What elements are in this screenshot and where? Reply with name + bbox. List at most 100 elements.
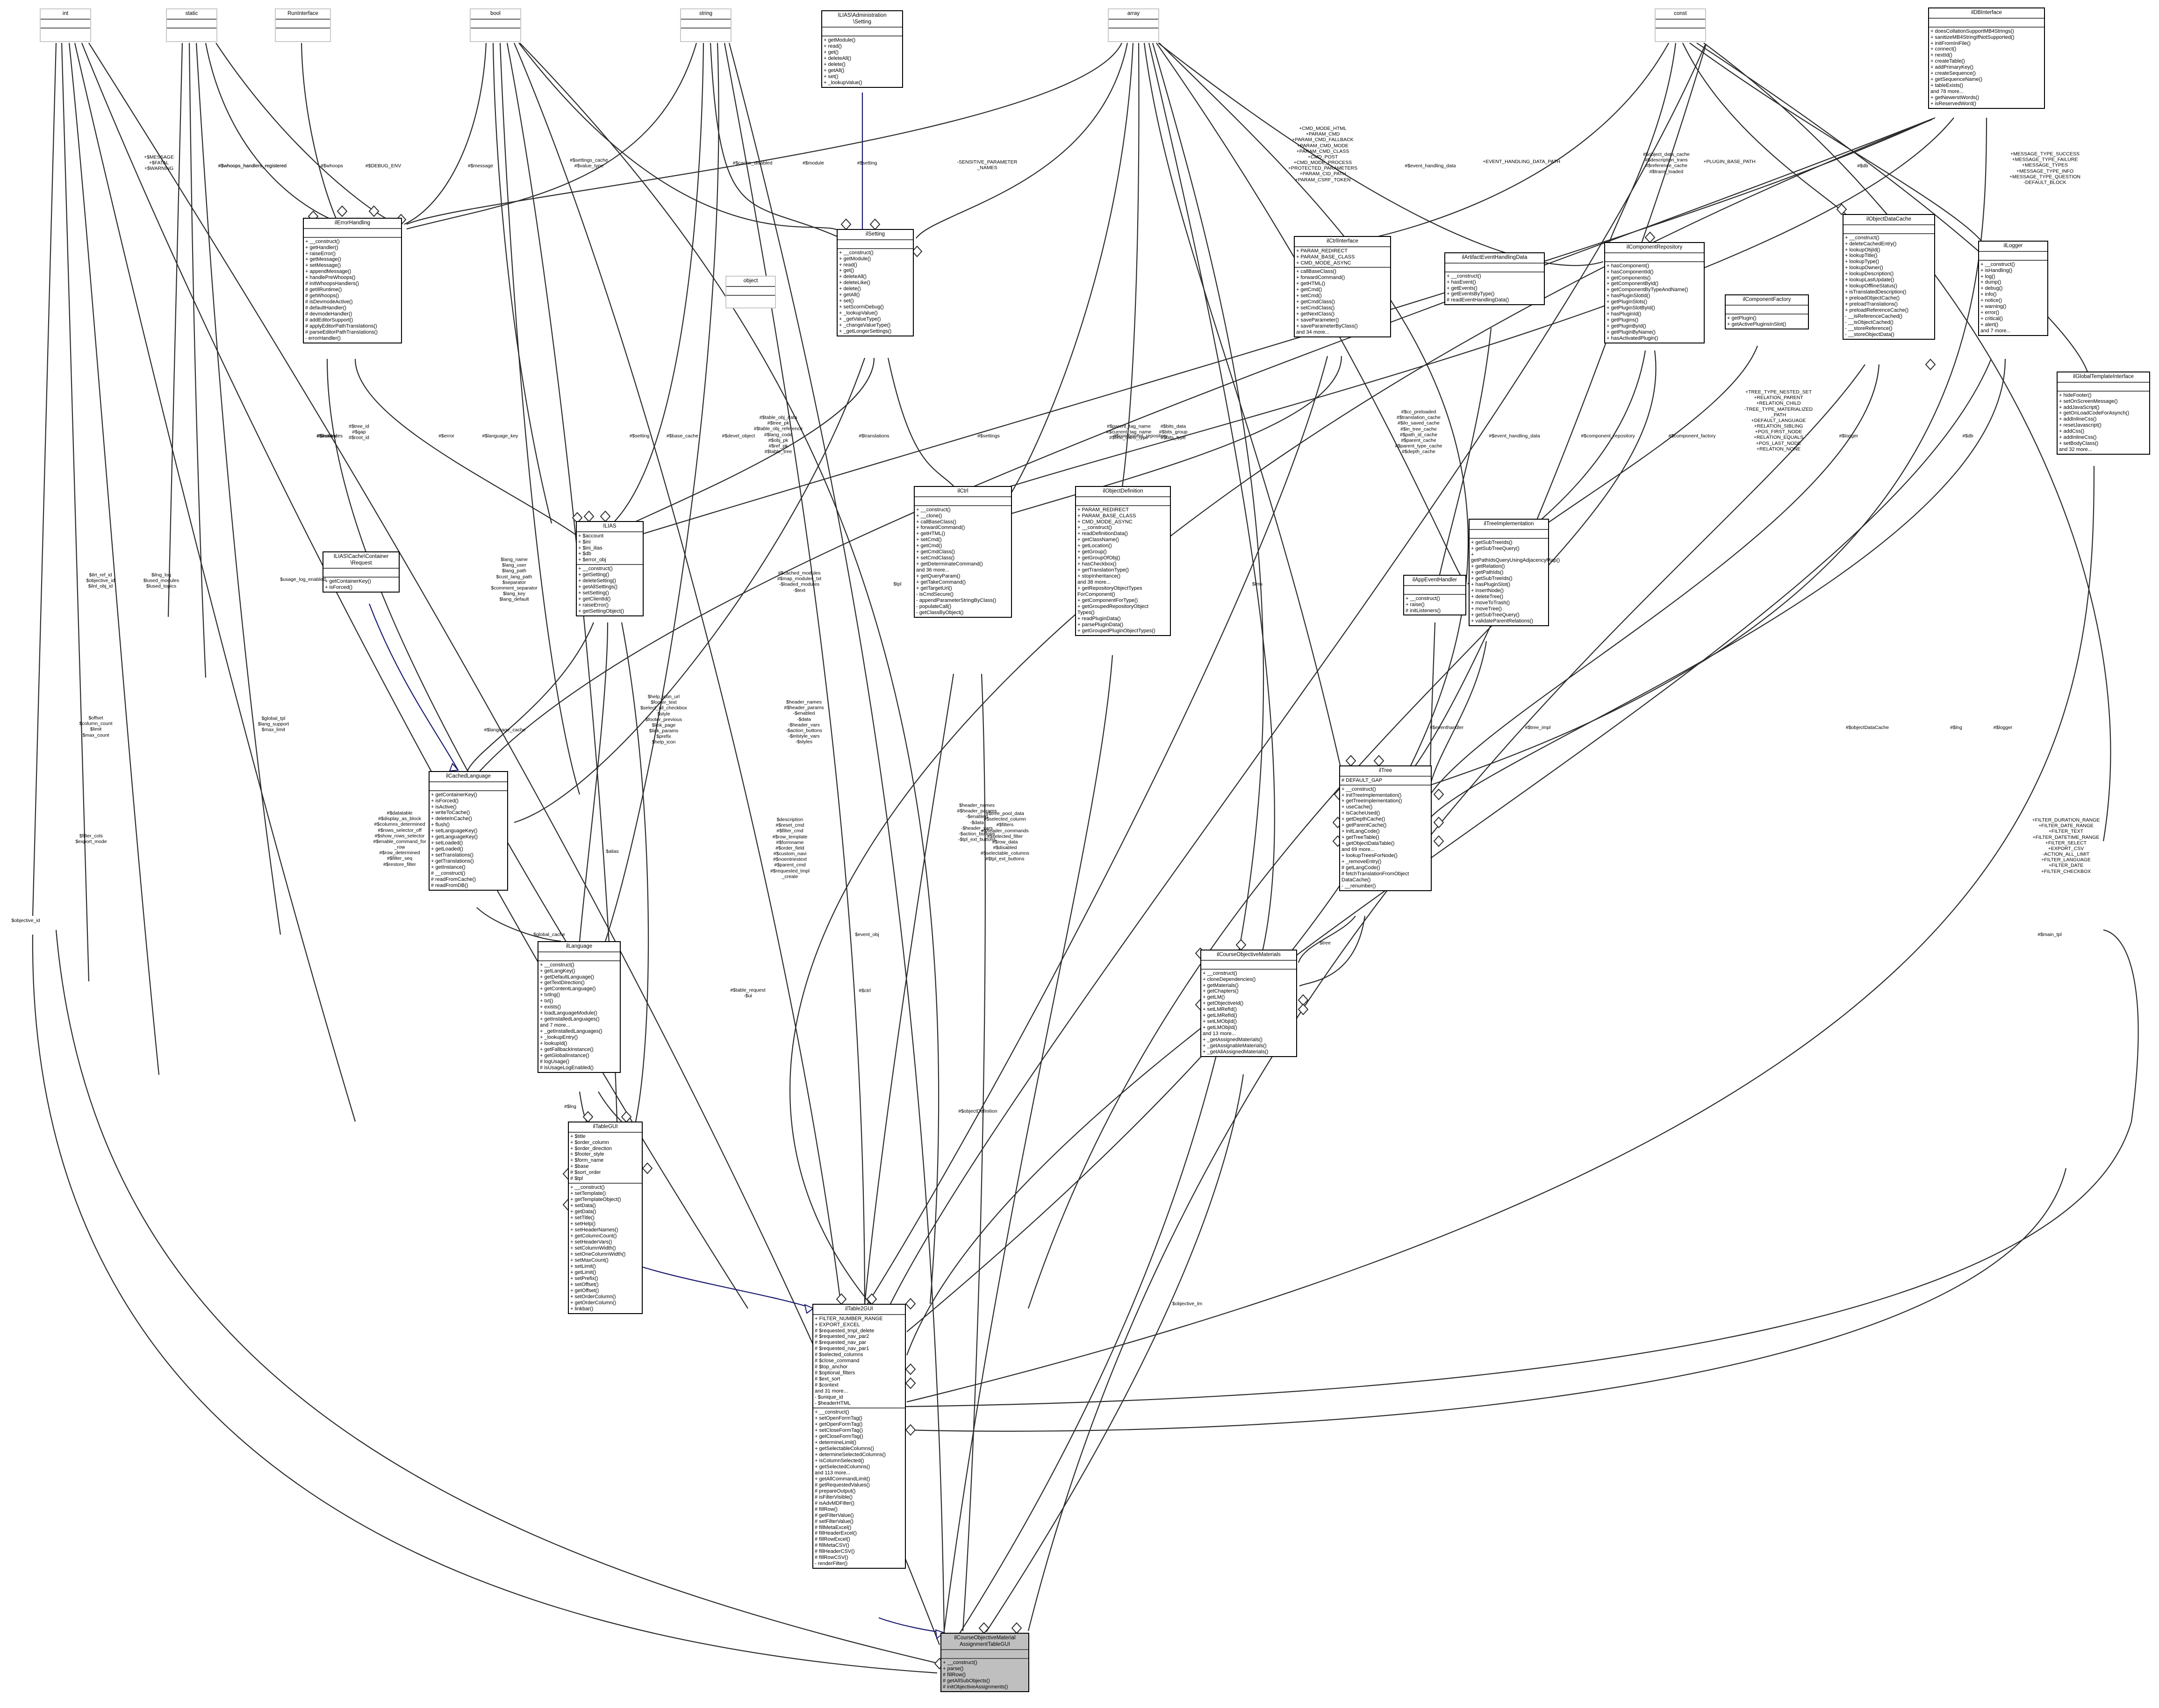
class-node-title: static (185, 11, 198, 16)
class-node-ilerrorhandling[interactable]: ilErrorHandling+ __construct() + getHand… (303, 218, 402, 344)
class-node-iltablegui[interactable]: ilTableGUI+ $title + $order_column + $or… (568, 1122, 643, 1314)
class-node-title: bool (490, 11, 501, 16)
class-node-array[interactable]: array (1108, 8, 1159, 42)
edge-label-l-settings-cache-value-type: #$settings_cache #$value_type (570, 157, 608, 169)
class-node-title: ilCourseObjectiveMaterial AssignmentTabl… (954, 1635, 1016, 1647)
class-node-attributes (726, 286, 775, 295)
class-node-bool[interactable]: bool (470, 8, 521, 42)
edge-label-l-cache-disabled: #$cache_disabled (732, 160, 773, 166)
class-node-attributes: + $title + $order_column + $order_direct… (569, 1131, 642, 1183)
class-node-title: ilErrorHandling (334, 220, 371, 226)
class-node-operations: + PARAM_REDIRECT + PARAM_BASE_CLASS + CM… (1076, 505, 1170, 635)
class-node-ilglobaltemplateinterface[interactable]: ilGlobalTemplateInterface+ hideFooter() … (2057, 372, 2150, 455)
class-node-title: ilArtifactEventHandlingData (1462, 255, 1528, 260)
class-node-iltree[interactable]: ilTree# DEFAULT_GAP+ __construct() + ini… (1339, 765, 1432, 891)
class-node-attributes (1726, 304, 1808, 314)
class-node-ilcomponentfactory[interactable]: ilComponentFactory+ getPlugin() + getAct… (1725, 294, 1809, 329)
class-node-title: int (62, 11, 69, 16)
class-node-ilias-admin-setting[interactable]: ILIAS\Administration \Setting+ getModule… (821, 10, 903, 88)
edge-label-l-tree-pool-data: #$tree_pool_data #$selected_column #$fil… (981, 811, 1029, 862)
class-node-runinterface[interactable]: RunInterface (275, 8, 331, 42)
class-node-attributes (1979, 250, 2047, 260)
class-node-string[interactable]: string (680, 8, 732, 42)
class-node-attributes (1843, 224, 1934, 233)
class-node-operations: + hasComponent() + hasComponentId() + ge… (1605, 261, 1704, 343)
class-node-title: ILIAS (603, 523, 617, 529)
edge-label-l-translations: #$translations (859, 433, 889, 439)
edge-label-l-module: #$module (802, 160, 825, 166)
class-node-title: RunInterface (287, 11, 318, 16)
class-node-operations: + __construct() + initTreeImplementation… (1340, 784, 1431, 890)
class-node-target[interactable]: ilCourseObjectiveMaterial AssignmentTabl… (940, 1633, 1029, 1692)
class-node-ilartifacteventhandlingdata[interactable]: ilArtifactEventHandlingData+ __construct… (1444, 252, 1545, 306)
edge-label-l-usage-log-enabled: $usage_log_enabled (280, 576, 326, 582)
edge-label-l-loaded: #$loaded (317, 433, 337, 439)
class-node-title: ilObjectDefinition (1103, 488, 1143, 494)
class-node-title: ilLanguage (566, 943, 593, 949)
class-node-title: ilLogger (2003, 243, 2023, 249)
class-node-ilobjectdatacache[interactable]: ilObjectDataCache+ __construct() + delet… (1843, 214, 1935, 340)
class-node-ilctrl[interactable]: ilCtrl+ __construct() + __clone() + call… (914, 486, 1012, 618)
edge-label-l-header-names: $header_names #$header_params -$enabled … (784, 699, 824, 745)
edge-label-l-event-handling-data: #$event_handling_data (1405, 163, 1456, 169)
edge-label-l-language-cache: #$language_cache (484, 727, 526, 733)
class-node-ilias[interactable]: ILIAS+ $account + $ini + $ini_ilias + $d… (576, 521, 644, 617)
class-node-operations: + getContainerKey() + isForced() + isAct… (430, 790, 507, 890)
class-node-attributes: + PARAM_REDIRECT + PARAM_BASE_CLASS + CM… (1295, 246, 1390, 267)
class-node-ildbinterface[interactable]: ilDBInterface+ doesCollationSupportMB4St… (1928, 7, 2045, 109)
class-node-ilias-cache-container-request[interactable]: ILIAS\Cache\Container \Request+ getConta… (323, 551, 400, 593)
class-node-static[interactable]: static (166, 8, 217, 42)
class-node-ilcourseobjectivematerials[interactable]: ilCourseObjectiveMaterials+ __construct(… (1200, 950, 1297, 1058)
class-node-attributes (471, 18, 520, 28)
edge-label-l-tree3: $tree (1320, 940, 1331, 946)
edge-label-l-ilng: #$lng (1950, 724, 1962, 730)
class-node-const[interactable]: const (1655, 8, 1706, 42)
edge-label-l-logger: #$logger (1839, 433, 1858, 439)
edge-label-l-event-obj: $event_obj (855, 931, 879, 937)
edge-label-l-tree-impl: #$tree_impl (1525, 724, 1551, 730)
class-node-operations (41, 27, 90, 36)
class-node-iltable2gui[interactable]: ilTable2GUI + FILTER_NUMBER_RANGE + EXPOR… (812, 1304, 906, 1569)
class-node-object[interactable]: object (725, 276, 776, 308)
class-node-attributes: + FILTER_NUMBER_RANGE + EXPORT_EXCEL # $… (813, 1314, 905, 1408)
edge-label-l-debug-env: #$DEBUG_ENV (365, 163, 402, 169)
edge-label-l-db2: #$db (1962, 433, 1973, 439)
class-node-operations: + __construct() + setTemplate() + getTem… (569, 1183, 642, 1313)
class-node-attributes (1201, 959, 1296, 969)
class-node-operations: + doesCollationSupportMB4Strings() + san… (1929, 26, 2044, 108)
edge-label-l-whoops-handlers: #$whoops_handlers_registered (218, 163, 287, 169)
edge-label-l-alias: $alias (606, 848, 619, 854)
class-node-title: ilTable2GUI (845, 1306, 873, 1312)
edge-label-l-event-handling-data-path: +EVENT_HANDLING_DATA_PATH (1483, 158, 1560, 164)
class-node-operations (167, 27, 216, 36)
class-node-operations: + callBaseClass() + forwardCommand() + g… (1295, 267, 1390, 336)
class-node-attributes (1404, 585, 1465, 594)
class-node-int[interactable]: int (40, 8, 91, 42)
class-node-operations: + __construct() + deleteCachedEntry() + … (1843, 233, 1934, 339)
edge-label-l-base-cache: #$base_cache (666, 433, 699, 439)
class-node-attributes (167, 18, 216, 28)
class-node-operations: + getSubTreeIds() + getSubTreeQuery() + … (1470, 537, 1560, 626)
class-node-title: ilSetting (866, 231, 885, 237)
class-node-iltreeimplementation[interactable]: ilTreeImplementation+ getSubTreeIds() + … (1469, 519, 1560, 627)
class-node-operations (276, 27, 330, 36)
class-node-attributes (822, 27, 902, 36)
class-node-ilobjectdefinition[interactable]: ilObjectDefinition + PARAM_REDIRECT + PAR… (1075, 486, 1171, 636)
class-node-ilcomponentrepository[interactable]: ilComponentRepository+ hasComponent() + … (1604, 242, 1705, 344)
class-node-illogger[interactable]: ilLogger+ __construct() + isHandling() +… (1978, 241, 2048, 336)
class-node-operations: + __construct() + __clone() + callBaseCl… (915, 505, 1011, 617)
class-node-ilappeventhandler[interactable]: ilAppEventHandler+ __construct() + raise… (1403, 575, 1466, 616)
class-node-attributes (430, 781, 507, 790)
class-node-title: ilTree (1378, 768, 1392, 773)
class-node-attributes (538, 951, 620, 960)
class-node-ilctrlinterface[interactable]: ilCtrlInterface+ PARAM_REDIRECT + PARAM_… (1294, 236, 1391, 338)
class-node-operations: + __construct() + getModule() + read() +… (838, 248, 913, 336)
edge-label-l-component-repository: #$component_repository (1113, 433, 1168, 439)
class-node-ilsetting[interactable]: ilSetting + __construct() + getModule() +… (837, 229, 914, 337)
edge-label-l-tree-id: #$tree_id #$gap #$root_id (349, 423, 369, 441)
class-node-illanguage[interactable]: ilLanguage+ __construct() + getLangKey()… (538, 941, 621, 1073)
class-node-attributes (323, 568, 399, 577)
class-node-ilcachedlanguage[interactable]: ilCachedLanguage+ getContainerKey() + is… (429, 771, 508, 891)
edge-label-l-plugin-base-path: +PLUGIN_BASE_PATH (1703, 158, 1756, 164)
